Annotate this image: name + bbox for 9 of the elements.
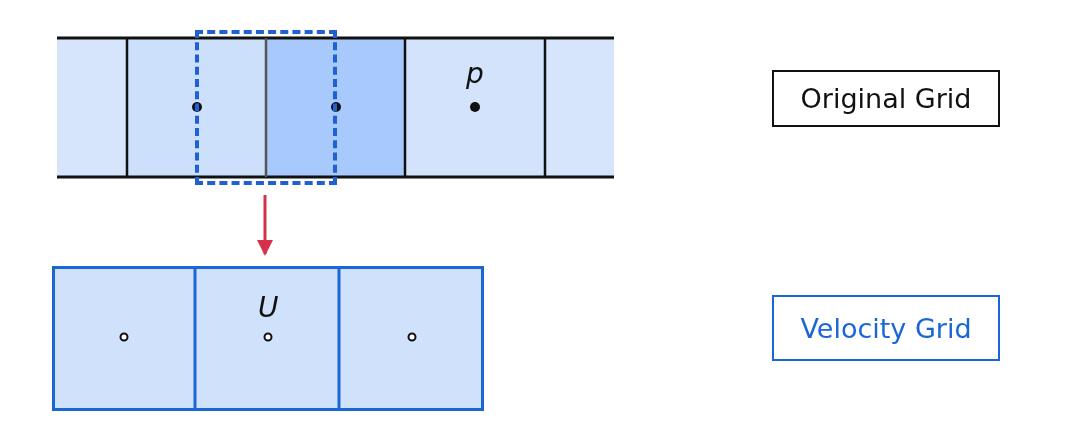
velocity-grid-drawing — [52, 266, 484, 411]
box-title: Velocity Grid — [800, 312, 972, 344]
dashed-selection-box — [195, 30, 337, 185]
box-title: Original Grid — [800, 83, 972, 114]
legend-box — [772, 70, 1000, 127]
arrow — [257, 195, 273, 256]
variable-label: U — [258, 294, 279, 322]
variable-label: p — [466, 60, 484, 88]
legend-box — [772, 295, 1000, 361]
